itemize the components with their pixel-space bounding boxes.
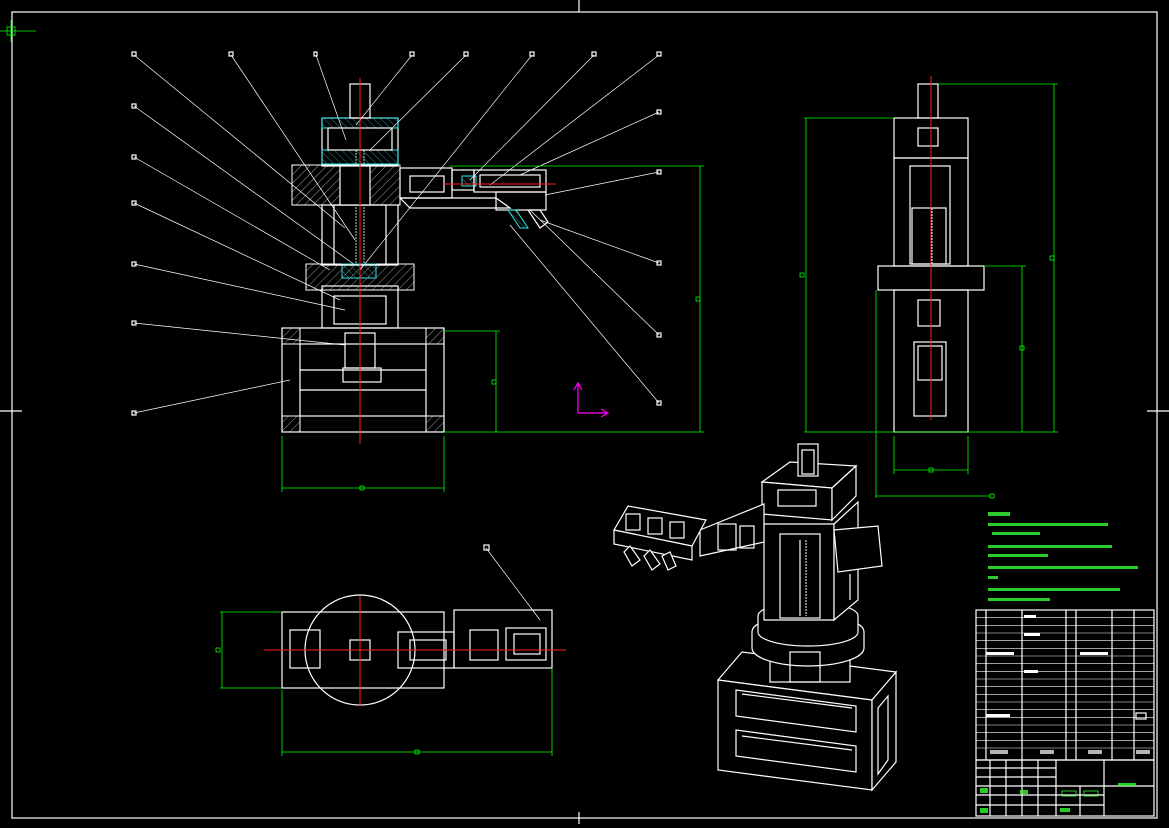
side-view xyxy=(799,76,1058,499)
crosshair-cursor-icon xyxy=(0,20,36,42)
title-block xyxy=(975,759,1155,817)
leader-lines xyxy=(131,51,662,416)
top-view xyxy=(215,544,566,756)
bom-row-lines xyxy=(976,617,1154,749)
front-section-view xyxy=(131,51,704,492)
technical-notes xyxy=(988,512,1138,601)
bill-of-materials-table xyxy=(975,609,1155,761)
ucs-axis-icon xyxy=(573,381,610,418)
isometric-view xyxy=(613,443,898,792)
